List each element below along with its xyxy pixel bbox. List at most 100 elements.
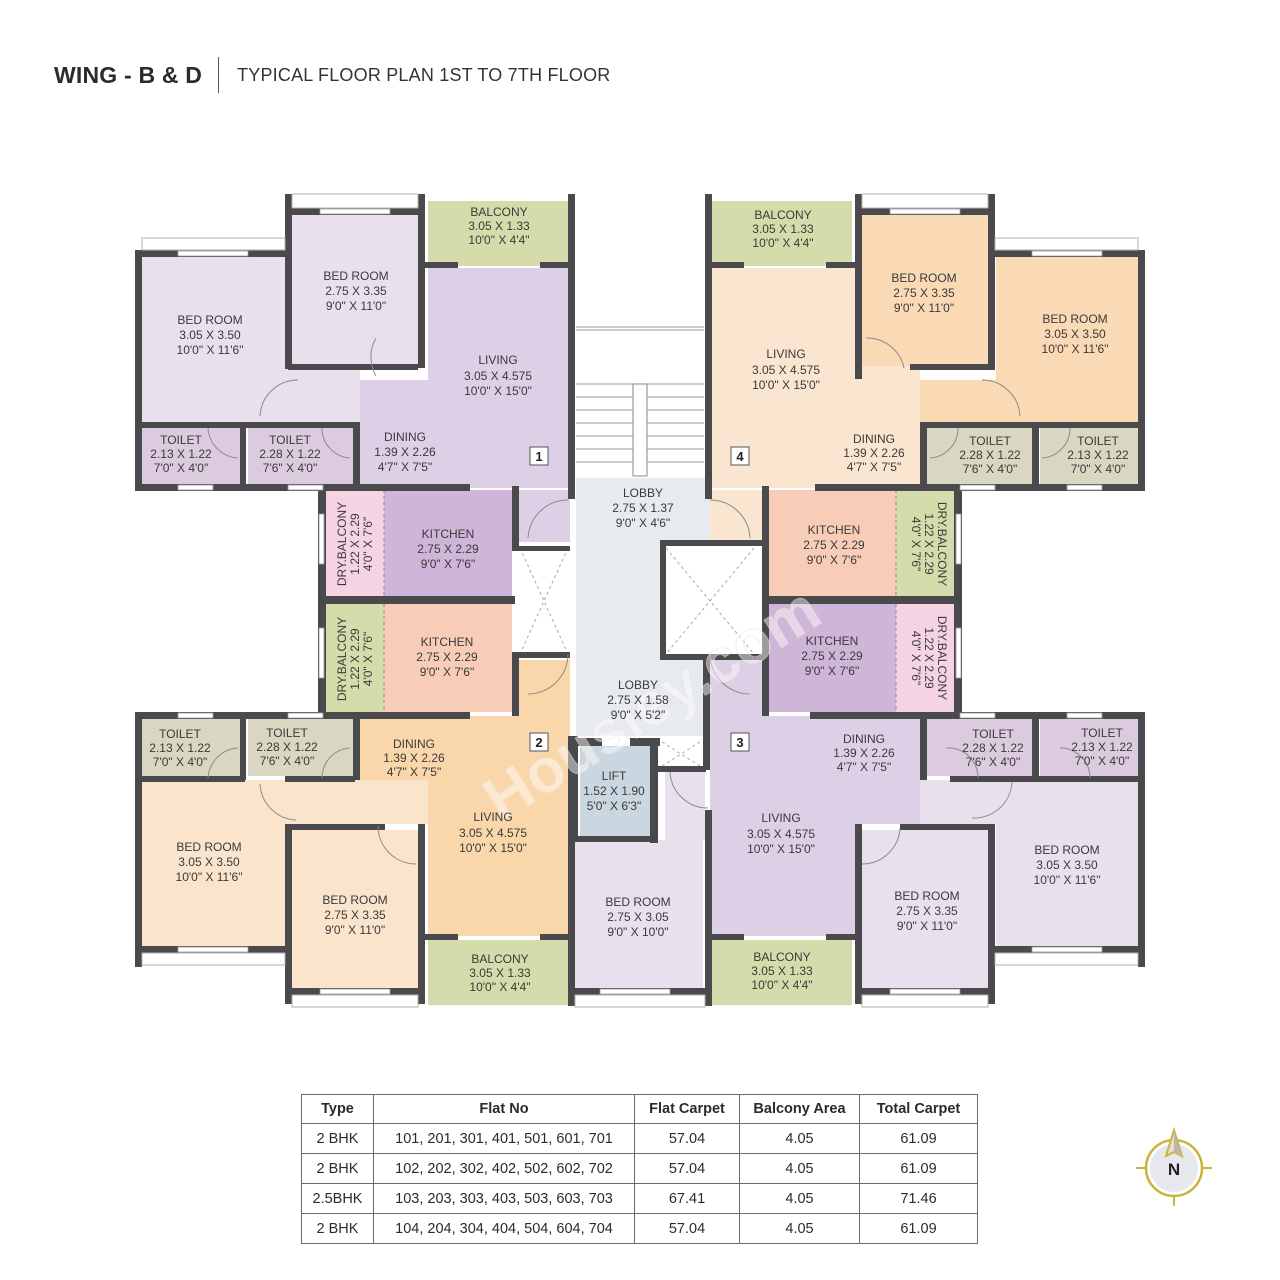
north-arrow-icon: N	[1136, 1126, 1212, 1206]
col-flat-no: Flat No	[373, 1094, 635, 1124]
col-total-carpet: Total Carpet	[859, 1094, 978, 1124]
cell-flat-carpet: 67.41	[634, 1183, 740, 1214]
flat1-balcony	[428, 201, 570, 266]
flat3-bedroom-3	[575, 840, 703, 990]
flat2-dry-balcony	[326, 604, 384, 712]
flat4-dry-balcony	[896, 490, 954, 598]
flat3-kitchen	[768, 604, 896, 712]
flat2-bedroom-1	[140, 780, 288, 948]
door-swings	[207, 337, 1091, 865]
flat1-bedroom-1	[140, 256, 288, 424]
cell-flat-no: 104, 204, 304, 404, 504, 604, 704	[373, 1213, 635, 1244]
flat3-toilet-2	[927, 718, 1032, 776]
area-statement-table: Type Flat No Flat Carpet Balcony Area To…	[301, 1094, 978, 1244]
svg-text:DRY.BALCONY1.22 X 2.294'0" X 7: DRY.BALCONY1.22 X 2.294'0" X 7'6"	[909, 616, 949, 700]
flat1-toilet-2	[248, 428, 353, 486]
lift-car	[580, 746, 650, 836]
flat-1	[140, 201, 570, 598]
stair-handrail	[632, 383, 648, 477]
flat3-bedroom-2	[862, 830, 988, 990]
flat1-dry-balcony	[326, 490, 384, 598]
col-balcony-area: Balcony Area	[739, 1094, 860, 1124]
flat3-dry-balcony	[896, 604, 954, 712]
svg-text:DRY.BALCONY1.22 X 2.294'0" X 7: DRY.BALCONY1.22 X 2.294'0" X 7'6"	[909, 502, 949, 586]
flat2-entry	[518, 660, 570, 716]
flat1-dining	[360, 380, 440, 488]
flat4-bedroom-1	[996, 256, 1140, 424]
flat-number-1: 1	[535, 449, 542, 464]
flat1-bedroom-2	[292, 214, 418, 366]
wing-title: WING - B & D	[54, 61, 203, 88]
cell-flat-carpet: 57.04	[634, 1213, 740, 1244]
flat2-toilet-1	[140, 718, 240, 776]
flat2-toilet-2	[248, 718, 353, 776]
cell-balcony-area: 4.05	[739, 1123, 860, 1154]
flat-number-badges: 1 4 2 3	[529, 446, 750, 752]
table-row: 2.5BHK 103, 203, 303, 403, 503, 603, 703…	[301, 1183, 978, 1214]
flat3-living	[710, 820, 858, 936]
cell-total-carpet: 61.09	[859, 1153, 978, 1184]
flat3-passage	[920, 780, 996, 824]
cell-type: 2.5BHK	[301, 1183, 374, 1214]
cell-flat-no: 103, 203, 303, 403, 503, 603, 703	[373, 1183, 635, 1214]
flat4-toilet-2	[927, 428, 1032, 486]
flat1-kitchen	[384, 490, 512, 598]
duct-left	[518, 546, 570, 656]
table-row: 2 BHK 104, 204, 304, 404, 504, 604, 704 …	[301, 1213, 978, 1244]
flat2-kitchen	[384, 604, 512, 712]
floor-plan-subtitle: TYPICAL FLOOR PLAN 1ST TO 7TH FLOOR	[237, 64, 611, 85]
flat-number-2: 2	[535, 735, 542, 750]
flat-number-4: 4	[736, 449, 744, 464]
core	[518, 322, 756, 836]
flat4-entry	[710, 490, 762, 542]
flat4-toilet-1	[1040, 428, 1140, 486]
cell-balcony-area: 4.05	[739, 1183, 860, 1214]
flat4-passage	[920, 380, 996, 424]
flat3-bedroom-1	[996, 780, 1140, 948]
cell-type: 2 BHK	[301, 1123, 374, 1154]
flat4-balcony	[710, 201, 852, 266]
flat3-entry	[710, 660, 762, 716]
cell-flat-no: 102, 202, 302, 402, 502, 602, 702	[373, 1153, 635, 1184]
header-divider	[218, 57, 220, 93]
windows	[177, 208, 1103, 995]
shaft-small	[660, 740, 702, 768]
flat4-kitchen	[768, 490, 896, 598]
flat2-balcony	[428, 940, 570, 1005]
flat4-bedroom-2	[862, 214, 988, 366]
compass-label: N	[1168, 1160, 1180, 1179]
flat2-living	[428, 820, 568, 936]
svg-text:DRY.BALCONY1.22 X 2.294'0" X 7: DRY.BALCONY1.22 X 2.294'0" X 7'6"	[335, 502, 375, 586]
